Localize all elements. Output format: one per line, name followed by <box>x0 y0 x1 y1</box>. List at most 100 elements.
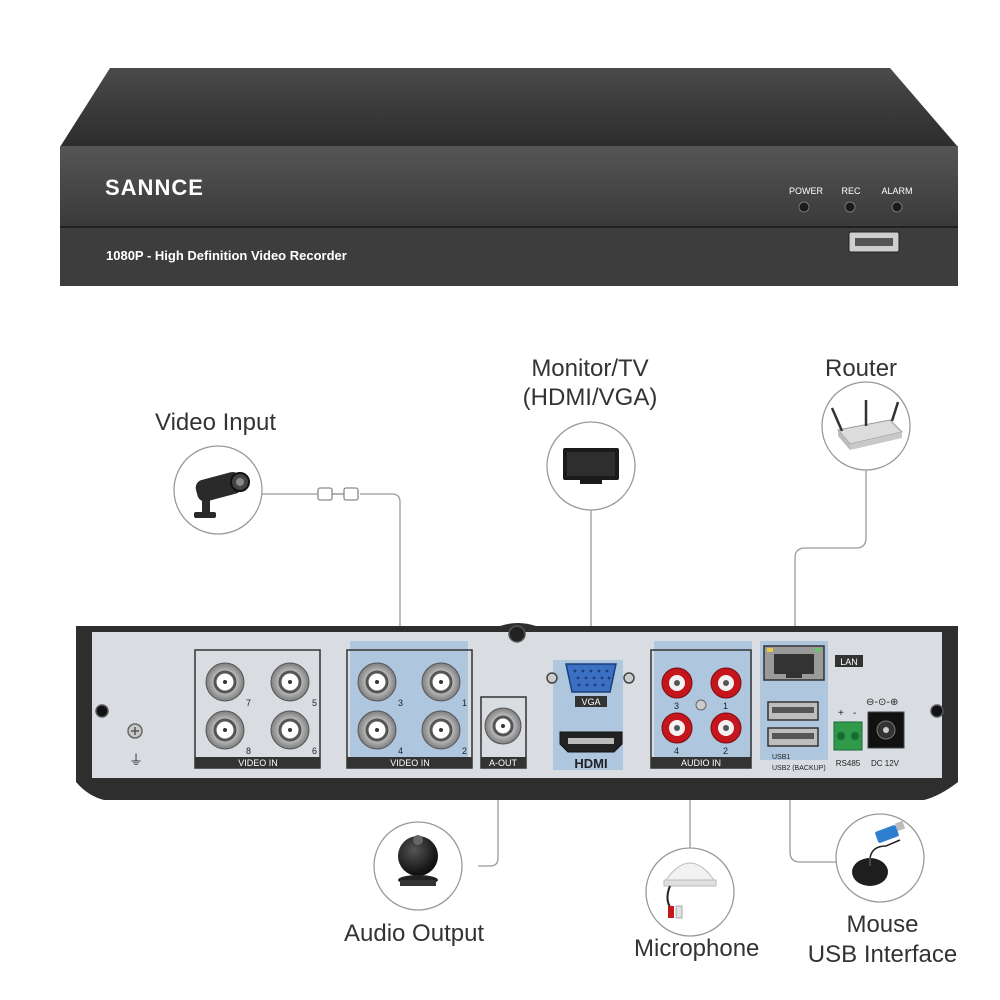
usb2-label: USB2 (BACKUP) <box>772 765 826 772</box>
bnc-port-5 <box>270 662 310 702</box>
monitor-label-line2: (HDMI/VGA) <box>522 384 658 411</box>
top-screw <box>508 625 526 643</box>
vga-label-bar <box>575 696 607 707</box>
port-number-7: 7 <box>246 698 251 708</box>
power-led <box>798 201 810 213</box>
bnc-connector-left <box>317 487 333 501</box>
port-number-6: 6 <box>312 746 317 756</box>
dc-polarity-symbol: ⊖-⊙-⊕ <box>866 697 898 708</box>
audio-in-label-bar <box>651 757 751 768</box>
monitor-callout <box>546 421 636 511</box>
mouse-label-line1: Mouse <box>846 911 919 938</box>
lan-label-bar <box>835 655 863 667</box>
bnc-port-2 <box>421 710 461 750</box>
dvr-rear-view: ⏚ VIDEO IN 7 5 8 6 VIDEO IN 3 1 4 2 A-OU… <box>76 623 958 800</box>
rca-port-4 <box>661 712 693 744</box>
bnc-connector-icon <box>317 487 359 501</box>
lan-label: LAN <box>840 657 858 667</box>
port-number-8: 8 <box>246 746 251 756</box>
video-in-left-label: VIDEO IN <box>238 758 278 768</box>
bullet-camera-icon <box>194 471 250 518</box>
rca-port-2 <box>710 712 742 744</box>
a-out-label-bar <box>481 757 526 768</box>
video-input-label: Video Input <box>155 409 276 436</box>
video-input-line <box>262 493 401 680</box>
dc-jack <box>867 711 905 749</box>
brand-logo: SANNCE <box>105 175 204 200</box>
audio-center-screw <box>695 699 707 711</box>
speaker-callout <box>373 821 463 911</box>
bnc-port-6 <box>270 710 310 750</box>
ground-symbol: ⏚ <box>129 753 143 769</box>
front-usb-port-inner <box>855 238 893 246</box>
bnc-port-7 <box>205 662 245 702</box>
a-out-label: A-OUT <box>489 758 518 768</box>
audio-output-line <box>478 735 499 867</box>
mouse-callout-circle <box>835 813 925 903</box>
microphone-callout <box>645 847 735 937</box>
vga-screw-left <box>546 672 558 684</box>
rs485-minus: - <box>853 708 856 719</box>
rca-port-3 <box>661 667 693 699</box>
bnc-port-8 <box>205 710 245 750</box>
bnc-connector-right <box>343 487 359 501</box>
hdmi-port-inner <box>568 738 614 744</box>
alarm-led <box>891 201 903 213</box>
dvr-top-surface <box>60 68 958 147</box>
dc-label: DC 12V <box>871 759 900 768</box>
router-icon <box>830 400 903 450</box>
microphone-icon <box>663 862 717 919</box>
lan-led-left <box>767 648 773 652</box>
rca-port-1 <box>710 667 742 699</box>
port-number-1: 1 <box>462 698 467 708</box>
camera-callout <box>173 445 263 535</box>
port-number-4: 4 <box>398 746 403 756</box>
router-callout <box>821 381 911 471</box>
port-number-5: 5 <box>312 698 317 708</box>
monitor-icon <box>563 448 619 484</box>
mouse-line <box>789 742 837 863</box>
mouse-callout <box>835 813 925 903</box>
mouse-icon <box>852 839 901 886</box>
bnc-port-3 <box>357 662 397 702</box>
video-in-right-label: VIDEO IN <box>390 758 430 768</box>
router-line <box>794 462 867 660</box>
right-screw <box>930 704 944 718</box>
lan-port-clip <box>786 672 802 678</box>
lan-port-opening <box>774 654 814 674</box>
bnc-port-4 <box>357 710 397 750</box>
usb1-port-tongue <box>772 707 814 713</box>
vga-screw-right <box>623 672 635 684</box>
microphone-label: Microphone <box>634 935 760 962</box>
audio-in-label: AUDIO IN <box>681 758 721 768</box>
vga-label: VGA <box>581 697 600 707</box>
hdmi-label: HDMI <box>574 756 607 771</box>
usb2-port-tongue <box>772 733 814 739</box>
monitor-label-line1: Monitor/TV <box>531 355 649 382</box>
audio-output-label: Audio Output <box>344 920 485 947</box>
mouse-label-line2: USB Interface <box>807 941 958 968</box>
audio-number-2: 2 <box>723 746 728 756</box>
usb1-label: USB1 <box>772 754 790 761</box>
router-label: Router <box>825 355 898 382</box>
rs485-plus: + <box>838 708 844 719</box>
port-number-3: 3 <box>398 698 403 708</box>
microphone-callout-circle <box>645 847 735 937</box>
audio-number-1: 1 <box>723 701 728 711</box>
video-in-left-label-bar <box>195 757 320 768</box>
left-screw <box>95 704 109 718</box>
audio-number-4: 4 <box>674 746 679 756</box>
lan-led-right <box>815 648 821 652</box>
bnc-port-1 <box>421 662 461 702</box>
speaker-icon <box>398 835 438 886</box>
alarm-led-label: ALARM <box>881 186 912 196</box>
dvr-upper-face <box>60 146 958 226</box>
rs485-label: RS485 <box>836 759 861 768</box>
video-in-right-label-bar <box>347 757 472 768</box>
rec-led <box>844 201 856 213</box>
audio-number-3: 3 <box>674 701 679 711</box>
dvr-lower-face <box>60 228 958 286</box>
model-text: 1080P - High Definition Video Recorder <box>106 248 347 263</box>
vga-pins <box>573 669 611 687</box>
